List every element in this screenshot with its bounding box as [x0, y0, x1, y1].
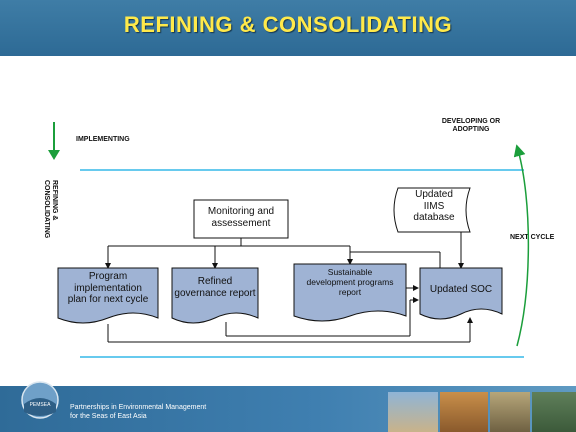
footer-line2: for the Seas of East Asia [70, 413, 147, 420]
governance-text: Refined governance report [174, 276, 256, 299]
next-cycle-arrow-icon [513, 144, 530, 347]
program-plan-text: Program implementation plan for next cyc… [67, 271, 149, 305]
footer-logo-overlay: PEMSEA [21, 386, 59, 419]
footer-photo-1 [388, 392, 438, 432]
iims-text: Updated IIMS database [413, 189, 455, 223]
governance-document [171, 267, 259, 324]
footer-photo-3 [490, 392, 530, 432]
logo-text: PEMSEA [30, 402, 52, 408]
soc-text: Updated SOC [429, 284, 493, 295]
title-bar [0, 0, 576, 56]
sustainable-text: Sustainable development programs report [306, 267, 394, 297]
developing-label-line2: ADOPTING [452, 126, 490, 133]
slide-title: REFINING & CONSOLIDATING [123, 12, 453, 37]
next-cycle-label: NEXT CYCLE [510, 234, 555, 241]
monitoring-box [193, 199, 289, 239]
sustainable-document [293, 263, 407, 322]
implementing-label: IMPLEMENTING [76, 136, 130, 143]
footer-photo-2 [440, 392, 488, 432]
implementing-arrow-icon [48, 122, 60, 160]
footer-photo-4 [532, 392, 576, 432]
iims-database-shape [393, 187, 471, 233]
monitoring-text: Monitoring and assessement [207, 206, 275, 229]
program-plan-document [57, 267, 159, 324]
footer-line1: Partnerships in Environmental Management [70, 404, 207, 411]
soc-document [419, 267, 503, 320]
developing-label-line1: DEVELOPING OR [441, 118, 501, 125]
